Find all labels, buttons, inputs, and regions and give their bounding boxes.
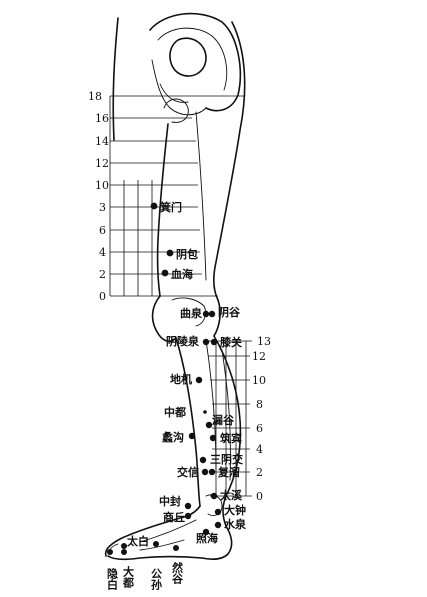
label-fuliu: 复溜 [217,465,240,479]
fibula-line [221,349,231,481]
label-lougu: 漏谷 [212,413,235,427]
label-xuehai: 血海 [171,267,193,281]
point-yinlingquan [202,338,210,346]
point-diji [195,376,203,384]
label-jiaoxin: 交信 [177,465,199,479]
left-scale-10: 10 [95,179,109,192]
label-xiguan: 膝关 [220,335,242,349]
thigh-grid [109,95,244,297]
point-fuliu [208,468,216,476]
right-scale-12: 12 [252,350,266,363]
left-scale-14: 14 [95,135,109,148]
label-shuiquan: 水泉 [224,517,247,531]
right-scale-10: 10 [252,374,266,387]
point-lougu [205,421,213,429]
point-dazhong [214,508,222,516]
point-shuiquan [214,521,222,529]
knee-front [151,295,177,343]
label-jimen: 箕门 [159,200,182,214]
left-scale-16: 16 [95,112,109,125]
label-zhongdu: 中都 [164,405,186,419]
point-yinbai [107,549,113,555]
point-ququan [202,310,210,318]
heel [201,525,233,560]
point-shangqiu [184,512,192,520]
sole [107,555,203,561]
point-rangu [173,545,179,551]
point-yinbao [166,249,174,257]
left-scale-2: 2 [99,268,106,281]
label-shangqiu: 商丘 [163,510,185,524]
right-scale-2: 2 [256,466,263,479]
left-scale-18: 18 [88,90,102,103]
label-zhongfeng: 中封 [159,494,181,508]
right-scale-8: 8 [256,398,263,411]
label-taibai: 太白 [126,534,149,548]
ankle-front [104,505,201,557]
point-taixi [210,492,218,500]
right-scale: 13 12 10 8 6 4 2 0 [252,335,271,503]
label-dadu: 大都 [122,565,136,589]
point-zhongfeng [184,502,192,510]
acetabulum [169,37,207,77]
point-zhaohai [202,528,210,536]
left-scale-0: 0 [99,290,106,303]
right-scale-0: 0 [256,490,263,503]
point-zhongdu [203,410,207,414]
point-gongsun [153,541,159,547]
pelvis-outline [149,12,242,112]
point-jiaoxin [201,468,209,476]
label-ligou: 蠡沟 [162,430,184,444]
inner-thigh-line [112,17,119,141]
thigh-medial-line [156,123,169,297]
femur-head [163,98,189,123]
leg-outline [104,12,246,561]
leg-grid [206,340,252,497]
point-yingu [208,310,216,318]
label-zhubin: 筑宾 [220,431,242,445]
calf-line [213,335,242,527]
point-ligou [188,432,196,440]
tibia-line [205,339,217,471]
buttock-line [213,21,246,301]
point-dadu [121,549,127,555]
knee-back [213,299,221,337]
label-taixi: 太溪 [219,488,243,502]
label-gongsun: 公孙 [150,568,163,591]
label-ququan: 曲泉 [180,306,203,320]
right-scale-13: 13 [257,335,271,348]
label-dazhong: 大钟 [224,503,246,517]
leg-points: 阴谷 曲泉 阴陵泉 膝关 地机 中都 漏谷 蠡沟 筑宾 三阴交 交信 复溜 中封… [106,305,247,591]
patella [171,297,207,327]
label-yinlingquan: 阴陵泉 [166,334,200,348]
femur-shaft [195,111,207,281]
left-scale: 18 16 14 12 10 3 6 4 2 0 [88,90,109,303]
thigh-points: 箕门 阴包 血海 [150,200,198,281]
right-scale-4: 4 [256,443,263,456]
point-jimen [150,202,158,210]
point-taibai [121,543,127,549]
left-scale-12: 12 [95,157,109,170]
shin-line [175,337,201,507]
left-scale-6: 6 [99,224,106,237]
label-sanyinjiao: 三阴交 [210,452,243,466]
point-xiguan [210,338,218,346]
left-scale-3: 3 [99,201,106,214]
label-yinbao: 阴包 [176,247,198,261]
right-scale-6: 6 [256,422,263,435]
left-scale-4: 4 [99,246,106,259]
label-yingu: 阴谷 [218,305,241,319]
point-xuehai [161,269,169,277]
point-sanyinjiao [199,456,207,464]
label-yinbai: 隐白 [106,567,119,591]
foot-bones [139,519,197,551]
label-rangu: 然谷 [171,561,184,585]
pubic-bone [151,59,207,116]
point-zhubin [209,434,217,442]
label-zhaohai: 照海 [196,531,218,545]
label-diji: 地机 [170,372,192,386]
iliac-crest [157,27,228,91]
